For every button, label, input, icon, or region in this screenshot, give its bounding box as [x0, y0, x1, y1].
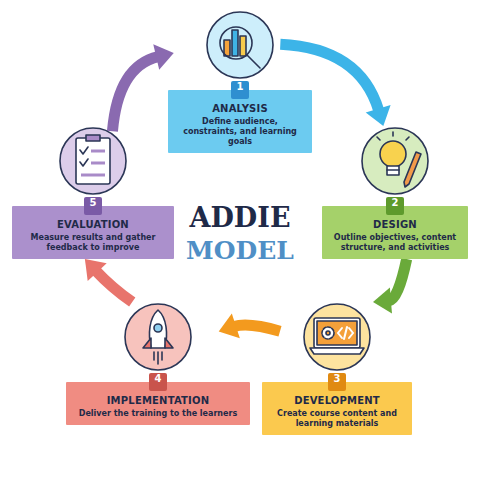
- step-number: 2: [386, 197, 404, 215]
- arrow-head: [153, 44, 173, 69]
- stage-heading: DEVELOPMENT: [268, 395, 406, 406]
- cycle-arrow: [234, 325, 280, 331]
- icon-shape: [392, 132, 394, 136]
- icon-shape: [91, 150, 105, 153]
- icon-shape: [207, 12, 273, 78]
- stage-box: 4IMPLEMENTATIONDeliver the training to t…: [66, 382, 250, 425]
- stage-description: Measure results and gather feedback to i…: [18, 233, 168, 253]
- stage-box: 1ANALYSISDefine audience, constraints, a…: [168, 90, 312, 153]
- icon-shape: [387, 166, 399, 175]
- stage-icon: [123, 302, 193, 372]
- cycle-arrow: [389, 259, 407, 301]
- stage-heading: DESIGN: [328, 219, 462, 230]
- icon-shape: [157, 352, 159, 364]
- stage-node: 5EVALUATION Measure results and gather fe…: [12, 126, 174, 259]
- icon-shape: [143, 338, 151, 348]
- cycle-arrow: [96, 271, 132, 302]
- stage-node: 4IMPLEMENTATION Deliver the training to t…: [66, 302, 250, 425]
- stage-description: Outline objectives, content structure, a…: [328, 233, 462, 253]
- icon-shape: [76, 138, 110, 184]
- icon-shape: [232, 30, 238, 56]
- icon-shape: [86, 135, 100, 141]
- icon-shape: [165, 338, 173, 348]
- stage-box: 3DEVELOPMENTCreate course content and le…: [262, 382, 412, 435]
- stage-description: Define audience, constraints, and learni…: [174, 117, 306, 147]
- arrow-head: [373, 288, 392, 314]
- icon-shape: [349, 328, 353, 338]
- arrow-head: [219, 314, 240, 339]
- icon-shape: [60, 128, 126, 194]
- icon-shape: [80, 159, 88, 166]
- icon-shape: [81, 174, 105, 177]
- step-number: 5: [84, 197, 102, 215]
- stage-description: Deliver the training to the learners: [72, 409, 244, 419]
- icon-shape: [314, 318, 360, 348]
- icon-shape: [344, 327, 347, 339]
- stage-description: Create course content and learning mater…: [268, 409, 406, 429]
- stage-icon: [205, 10, 275, 80]
- step-number: 3: [328, 373, 346, 391]
- icon-shape: [154, 324, 162, 332]
- icon-shape: [240, 36, 246, 56]
- stage-icon: [58, 126, 128, 196]
- arrow-head: [366, 105, 391, 126]
- icon-shape: [317, 321, 357, 345]
- stage-box: 5EVALUATIONMeasure results and gather fe…: [12, 206, 174, 259]
- icon-shape: [380, 141, 406, 167]
- icon-shape: [387, 169, 399, 171]
- arrow-head: [85, 259, 107, 281]
- icon-shape: [149, 310, 166, 348]
- icon-shape: [326, 331, 330, 335]
- stage-node: 1ANALYSIS Define audience, constraints, a…: [168, 10, 312, 153]
- icon-shape: [153, 352, 155, 360]
- icon-shape: [247, 55, 260, 68]
- title-subline: MODEL: [165, 236, 315, 265]
- cycle-arrow: [112, 57, 158, 132]
- icon-shape: [338, 328, 342, 338]
- stage-box: 2DESIGNOutline objectives, content struc…: [322, 206, 468, 259]
- icon-shape: [304, 304, 370, 370]
- icon-shape: [322, 327, 334, 339]
- icon-shape: [362, 128, 428, 194]
- stage-node: 2DESIGN Outline objectives, content struc…: [322, 126, 468, 259]
- stage-heading: EVALUATION: [18, 219, 168, 230]
- icon-shape: [161, 352, 163, 360]
- icon-shape: [91, 162, 105, 165]
- stage-heading: ANALYSIS: [174, 103, 306, 114]
- stage-node: 3DEVELOPMENT Create course content and le…: [262, 302, 412, 435]
- icon-shape: [125, 304, 191, 370]
- icon-shape: [220, 27, 252, 59]
- stage-heading: IMPLEMENTATION: [72, 395, 244, 406]
- icon-shape: [377, 137, 380, 140]
- step-number: 4: [149, 373, 167, 391]
- icon-shape: [406, 137, 409, 140]
- icon-shape: [80, 147, 88, 154]
- stage-icon: [360, 126, 430, 196]
- icon-shape: [310, 348, 364, 354]
- icon-shape: [404, 152, 421, 187]
- diagram-title: ADDIE: [165, 202, 315, 233]
- step-number: 1: [231, 81, 249, 99]
- stage-icon: [302, 302, 372, 372]
